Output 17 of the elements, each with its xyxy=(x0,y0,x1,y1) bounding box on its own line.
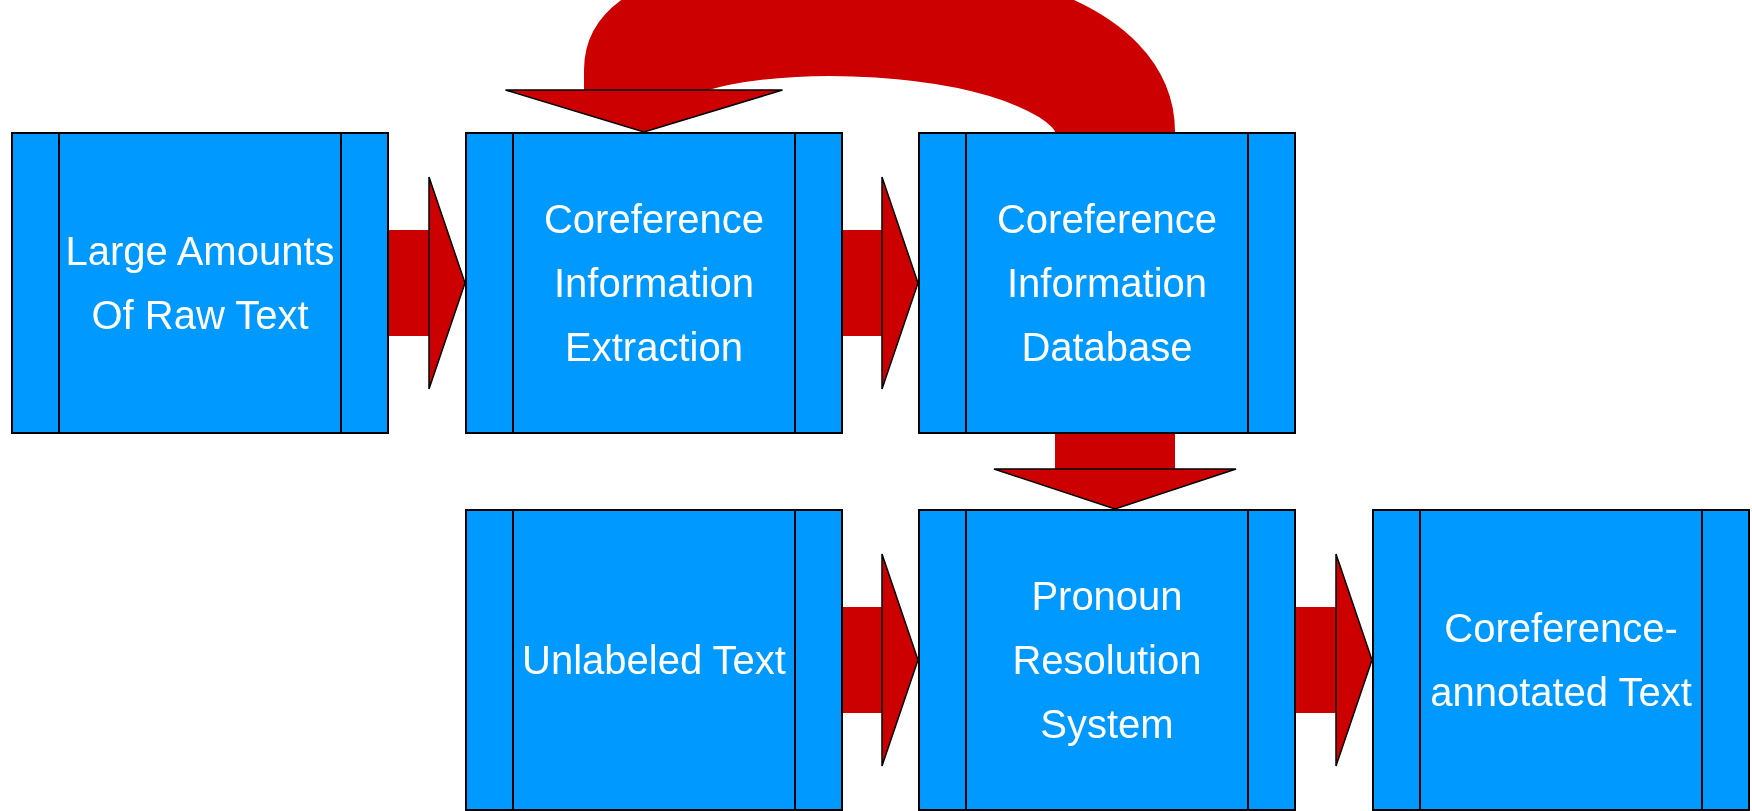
block-arrow xyxy=(389,176,466,390)
process-box xyxy=(1372,509,1750,811)
box-label: Unlabeled Text xyxy=(521,637,787,684)
box-label: Pronoun Resolution System xyxy=(1011,573,1203,748)
block-arrow xyxy=(843,176,919,390)
box-label: Large Amounts Of Raw Text xyxy=(64,228,336,339)
process-box xyxy=(11,132,389,434)
block-arrow xyxy=(1296,553,1373,767)
block-arrow xyxy=(993,434,1237,510)
process-box xyxy=(465,132,843,434)
box-label: Coreference Information Database xyxy=(995,196,1219,371)
box-label: Coreference Information Extraction xyxy=(542,196,766,371)
block-arrow xyxy=(843,553,919,767)
process-box xyxy=(918,132,1296,434)
process-box xyxy=(918,509,1296,811)
process-box xyxy=(465,509,843,811)
box-label: Coreference-annotated Text xyxy=(1429,605,1693,716)
